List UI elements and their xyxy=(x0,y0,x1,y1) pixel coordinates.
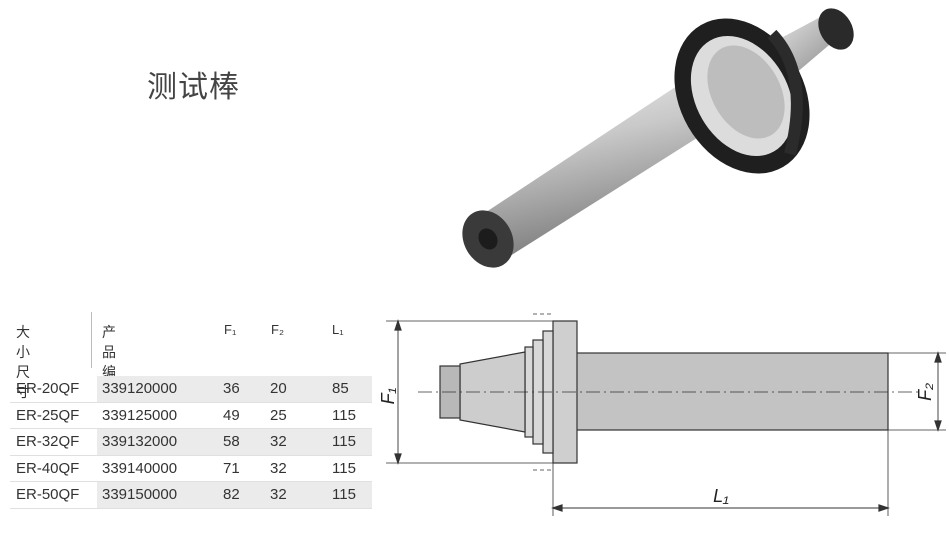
label-f2: F₂ xyxy=(915,383,935,401)
cell-l1: 115 xyxy=(332,459,356,477)
table-row: ER-50QF 339150000 82 32 115 xyxy=(10,482,372,509)
label-f1: F₁ xyxy=(378,387,398,404)
page-title: 测试棒 xyxy=(147,70,240,105)
table-body: ER-20QF 339120000 36 20 85 ER-25QF 33912… xyxy=(10,376,372,509)
cell-part-no: 339120000 xyxy=(102,380,178,397)
cell-part-no: 339132000 xyxy=(102,433,178,450)
header-f2: F₂ xyxy=(271,322,284,337)
table-row: ER-40QF 339140000 71 32 115 xyxy=(10,455,372,482)
cell-l1: 85 xyxy=(332,380,349,397)
test-bar-illustration xyxy=(462,8,854,268)
table-row: ER-20QF 339120000 36 20 85 xyxy=(10,376,372,403)
cell-f1: 71 xyxy=(223,459,240,477)
cell-f1: 58 xyxy=(223,433,240,450)
cell-size: ER-20QF xyxy=(16,380,80,397)
cell-f1: 36 xyxy=(223,380,240,397)
header-divider xyxy=(91,312,92,368)
table-row: ER-32QF 339132000 58 32 115 xyxy=(10,429,372,456)
cell-size: ER-32QF xyxy=(16,433,80,450)
cell-l1: 115 xyxy=(332,486,356,503)
cell-f2: 32 xyxy=(270,459,287,477)
label-l1: L₁ xyxy=(713,486,729,506)
cell-part-no: 339125000 xyxy=(102,406,178,424)
header-f1: F₁ xyxy=(224,322,237,337)
cell-l1: 115 xyxy=(332,433,356,450)
cell-f2: 20 xyxy=(270,380,287,397)
cell-size: ER-25QF xyxy=(16,406,80,424)
header-l1: L₁ xyxy=(332,322,344,337)
table-row: ER-25QF 339125000 49 25 115 xyxy=(10,402,372,429)
cell-f1: 49 xyxy=(223,406,240,424)
cell-l1: 115 xyxy=(332,406,356,424)
cell-size: ER-50QF xyxy=(16,486,80,503)
technical-drawing: F₁ F₂ L₁ xyxy=(378,313,946,516)
cell-part-no: 339150000 xyxy=(102,486,178,503)
cell-f1: 82 xyxy=(223,486,240,503)
cell-size: ER-40QF xyxy=(16,459,80,477)
cell-f2: 32 xyxy=(270,433,287,450)
cell-part-no: 339140000 xyxy=(102,459,178,477)
cell-f2: 25 xyxy=(270,406,287,424)
cell-f2: 32 xyxy=(270,486,287,503)
header-size: 大小尺寸 xyxy=(16,325,30,401)
